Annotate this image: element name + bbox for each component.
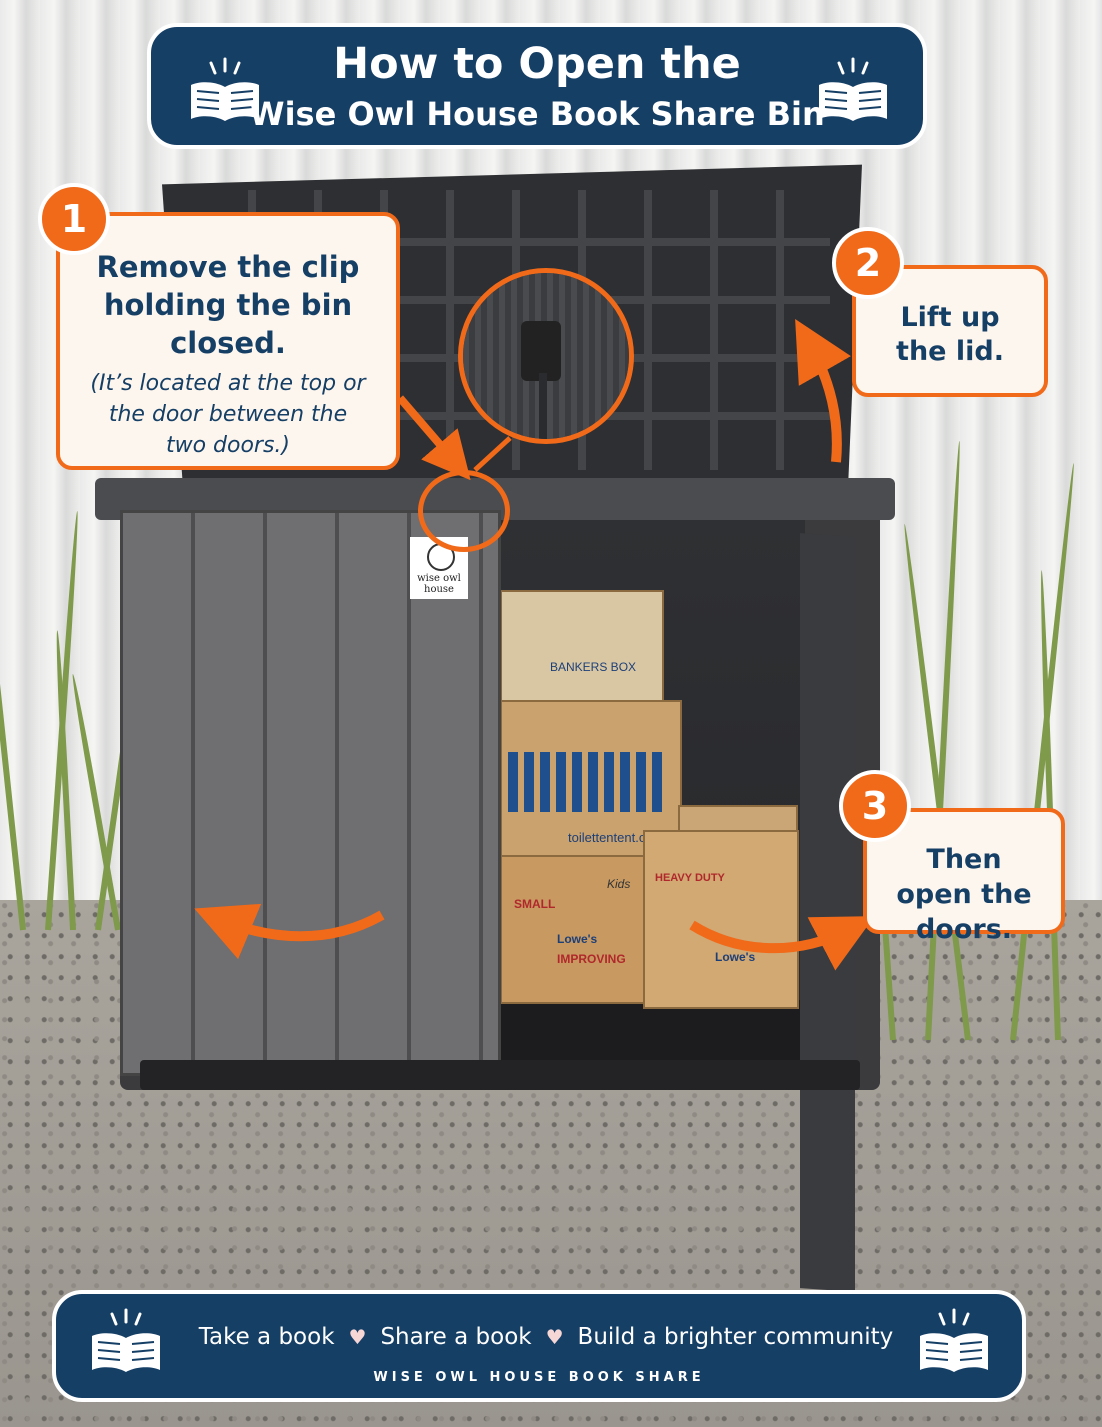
weeds-right	[850, 420, 1102, 1041]
logo-tag-text: wise owl house	[417, 573, 461, 595]
open-book-icon	[914, 1308, 994, 1378]
slogan-build-community: Build a brighter community	[577, 1324, 894, 1350]
footer-brand: WISE OWL HOUSE BOOK SHARE	[373, 1370, 705, 1385]
step-1-number-badge: 1	[38, 183, 110, 255]
footer-banner: Take a book ♥ Share a book ♥ Build a bri…	[52, 1290, 1026, 1402]
lowes-small-box: SMALL Lowe's IMPROVING Kids	[500, 855, 652, 1004]
open-book-icon	[813, 57, 893, 127]
step-1-text: Remove the clip holding the bin closed.	[96, 250, 360, 360]
weeds-left	[0, 480, 150, 931]
clip-icon	[521, 321, 561, 381]
step-2-text: Lift up the lid.	[896, 302, 1004, 367]
step-1-callout: Remove the clip holding the bin closed. …	[56, 212, 400, 470]
bin-base	[140, 1060, 860, 1090]
step-3-text: Then open the doors.	[896, 844, 1032, 945]
open-book-icon	[185, 57, 265, 127]
heart-icon: ♥	[348, 1325, 367, 1349]
footer-slogan: Take a book ♥ Share a book ♥ Build a bri…	[199, 1324, 894, 1350]
box-label-lowes-2: Lowe's	[715, 950, 756, 964]
box-label-heavy-duty: HEAVY DUTY	[655, 872, 725, 884]
slogan-take-a-book: Take a book	[198, 1324, 335, 1350]
open-book-icon	[86, 1308, 166, 1378]
box-label-kids: Kids	[607, 877, 631, 891]
right-door[interactable]	[800, 533, 855, 1292]
box-label-small: SMALL	[514, 897, 556, 911]
left-door[interactable]	[120, 510, 501, 1076]
clip-zoom-magnifier	[458, 268, 634, 444]
title-line-1: How to Open the	[333, 39, 741, 89]
heart-icon: ♥	[545, 1325, 564, 1349]
box-label-bankers: BANKERS BOX	[550, 660, 637, 674]
box-label-lowes: Lowe's	[557, 932, 598, 946]
book-print-graphic	[508, 752, 668, 812]
heavy-duty-box: HEAVY DUTY Lowe's	[643, 830, 799, 1009]
clip-location-circle	[418, 470, 510, 552]
title-banner: How to Open the Wise Owl House Book Shar…	[147, 23, 927, 149]
box-label-improving: IMPROVING	[557, 952, 626, 966]
step-3-number-badge: 3	[839, 770, 911, 842]
box-label-website: toilettentent.com	[568, 830, 664, 845]
step-2-number-badge: 2	[832, 227, 904, 299]
step-1-note: (It’s located at the top or the door bet…	[90, 371, 366, 458]
title-line-2: Wise Owl House Book Share Bin	[249, 95, 825, 133]
slogan-share-a-book: Share a book	[380, 1324, 532, 1350]
